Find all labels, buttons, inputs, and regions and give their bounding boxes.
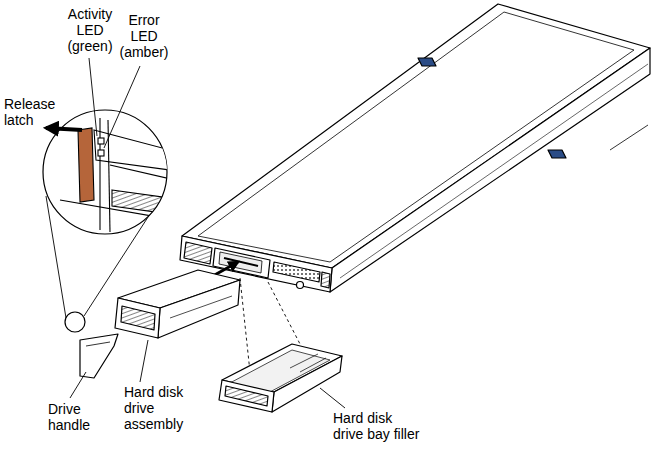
latch-arrow bbox=[46, 128, 82, 130]
label-box: Hard disk drive bay filler bbox=[333, 410, 425, 442]
part-label: Hard disk drive assembly bbox=[124, 384, 194, 432]
part-label: Drive handle bbox=[48, 401, 102, 433]
part-label: Activity LED (green) bbox=[62, 6, 118, 54]
bay-filler bbox=[219, 344, 342, 412]
label-box: Release latch bbox=[4, 96, 66, 128]
magnified-inset bbox=[43, 110, 175, 318]
label-box: Activity LED (green) bbox=[62, 6, 118, 54]
label-box: Error LED (amber) bbox=[116, 12, 172, 60]
part-label: Hard disk drive bay filler bbox=[333, 410, 425, 442]
blade-chassis bbox=[180, 4, 650, 292]
leader-lines bbox=[70, 58, 345, 408]
label-box: Drive handle bbox=[48, 401, 102, 433]
part-label: Error LED (amber) bbox=[116, 12, 172, 60]
label-box: Hard disk drive assembly bbox=[124, 384, 194, 432]
drive-assembly bbox=[65, 270, 240, 378]
part-label: Release latch bbox=[4, 96, 66, 128]
